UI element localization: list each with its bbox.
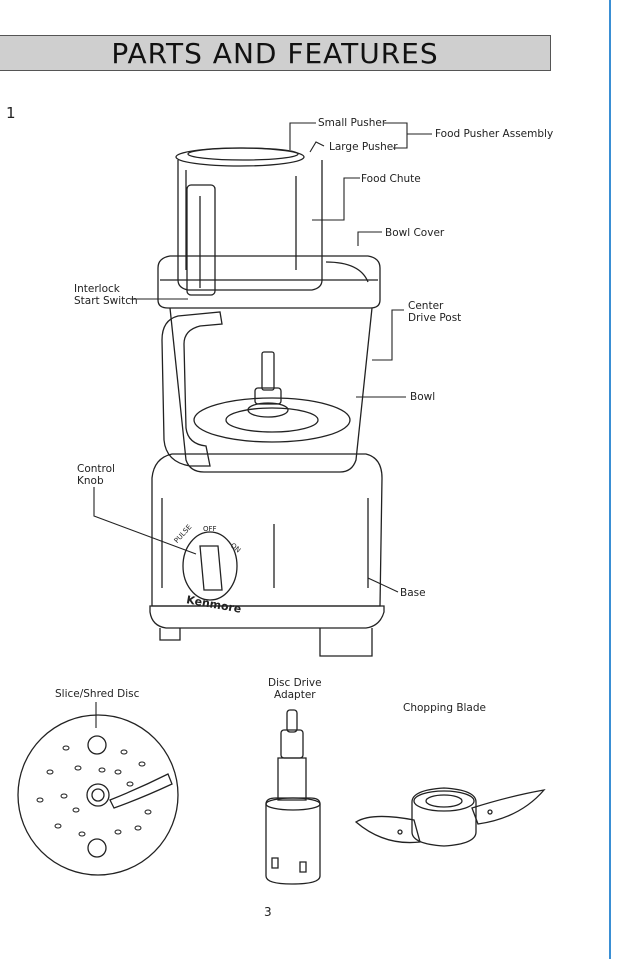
label-large-pusher: Large Pusher bbox=[329, 141, 398, 153]
small-pusher-top bbox=[188, 148, 298, 160]
label-interlock-start-switch: Interlock Start Switch bbox=[74, 283, 138, 307]
label-bowl: Bowl bbox=[410, 391, 436, 403]
page-number: 3 bbox=[264, 905, 272, 919]
page-edge-rule bbox=[609, 0, 611, 959]
title-bar: PARTS AND FEATURES bbox=[0, 35, 551, 71]
bowl-outline bbox=[170, 308, 372, 472]
bowl-cover-outline bbox=[158, 256, 380, 308]
section-number: 1 bbox=[6, 104, 16, 122]
food-chute-outline bbox=[178, 160, 322, 290]
label-disc-drive-adapter: Disc Drive Adapter bbox=[268, 677, 322, 701]
label-base: Base bbox=[400, 587, 426, 599]
bowl-handle bbox=[162, 312, 222, 466]
page-title: PARTS AND FEATURES bbox=[111, 36, 439, 70]
knob-marking-off: OFF bbox=[203, 525, 217, 533]
pusher-handle-tab bbox=[187, 185, 215, 295]
label-bowl-cover: Bowl Cover bbox=[385, 227, 445, 239]
label-center-drive-post: Center Drive Post bbox=[408, 300, 462, 324]
callout-lines bbox=[94, 123, 432, 728]
slice-shred-disc-drawing bbox=[18, 715, 178, 875]
label-small-pusher: Small Pusher bbox=[318, 117, 387, 129]
disc-drive-adapter-drawing bbox=[266, 710, 320, 884]
label-food-pusher-assembly: Food Pusher Assembly bbox=[435, 128, 554, 140]
food-processor-drawing bbox=[150, 148, 384, 656]
chopping-blade-drawing bbox=[356, 788, 544, 846]
center-drive-post-shape bbox=[262, 352, 274, 390]
label-slice-shred-disc: Slice/Shred Disc bbox=[55, 688, 140, 700]
control-knob-grip bbox=[200, 546, 222, 590]
label-control-knob: Control Knob bbox=[77, 463, 115, 487]
control-knob-dial bbox=[183, 532, 237, 600]
label-chopping-blade: Chopping Blade bbox=[403, 702, 486, 714]
label-food-chute: Food Chute bbox=[361, 173, 421, 185]
base-outline bbox=[152, 454, 382, 606]
